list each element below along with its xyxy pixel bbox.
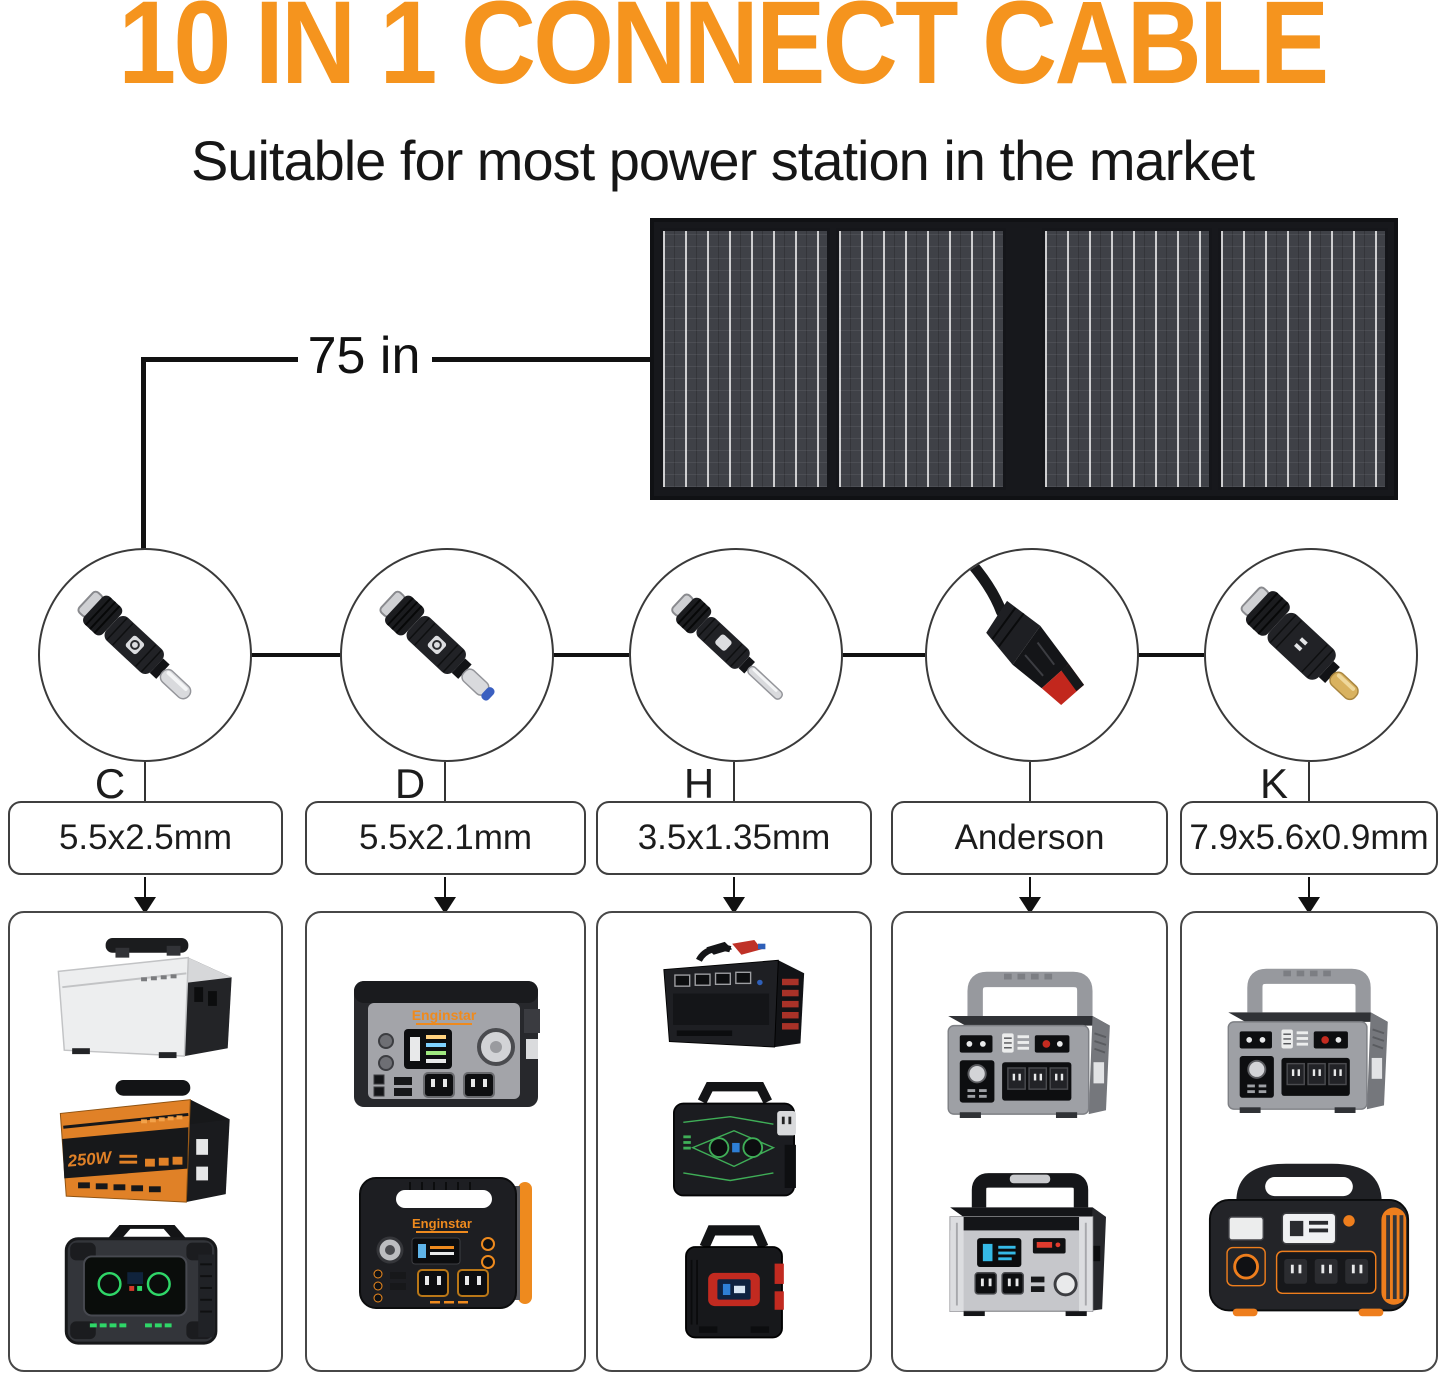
solar-fold-1 xyxy=(660,228,830,490)
connector-link-line-4 xyxy=(1135,653,1204,657)
connector-photo-k xyxy=(1204,548,1418,762)
arrow-down-icon xyxy=(723,897,745,914)
power-station-black-orange xyxy=(1208,1163,1410,1316)
power-station-black-silver xyxy=(948,1173,1106,1317)
power-station-black-green xyxy=(673,1081,796,1196)
connector-photo-h xyxy=(629,548,843,762)
dc-barrel-plug-gold-tip-icon xyxy=(1240,586,1359,701)
connector-photo-c xyxy=(38,548,252,762)
arrow-stem-3 xyxy=(733,877,735,899)
arrow-down-icon xyxy=(1298,897,1320,914)
power-station-gray-handle xyxy=(1227,969,1388,1114)
dc-barrel-plug-slim-tip-icon xyxy=(671,593,784,700)
connector-link-line-3 xyxy=(839,653,925,657)
cable-length-label: 75 in xyxy=(307,327,421,385)
product-label-250w: 250W xyxy=(65,1147,112,1170)
size-label-k: 7.9x5.6x0.9mm xyxy=(1180,801,1438,875)
cable-left-line xyxy=(141,357,298,362)
arrow-down-icon xyxy=(1019,897,1041,914)
connector-letter-c: C xyxy=(94,760,126,807)
power-station-black-red-jumpstarter xyxy=(663,939,805,1048)
power-station-silver xyxy=(57,938,232,1059)
solar-fold-3 xyxy=(1042,228,1212,490)
power-station-enginstar-gray: Enginstar xyxy=(353,981,540,1108)
anderson-power-connector-icon xyxy=(959,551,1085,705)
arrow-stem-5 xyxy=(1308,877,1310,899)
connector-link-line-1 xyxy=(250,653,340,657)
cable-right-line xyxy=(432,357,650,362)
drop-line-c xyxy=(144,762,146,802)
product-group-k xyxy=(1180,911,1438,1372)
connector-photo-d xyxy=(340,548,554,762)
arrow-stem-2 xyxy=(444,877,446,899)
product-group-anderson xyxy=(891,911,1168,1372)
connector-letter-h: H xyxy=(683,760,715,807)
product-label-enginstar: Enginstar xyxy=(411,1007,476,1023)
drop-line-d xyxy=(444,762,446,802)
arrow-stem-1 xyxy=(144,877,146,899)
arrow-down-icon xyxy=(134,897,156,914)
product-group-h xyxy=(596,911,872,1372)
page-subtitle: Suitable for most power station in the m… xyxy=(190,129,1255,192)
connector-letter-k: K xyxy=(1259,760,1288,807)
arrow-down-icon xyxy=(434,897,456,914)
solar-panel-image xyxy=(650,218,1398,500)
drop-line-h xyxy=(733,762,735,802)
power-station-enginstar-orange: Enginstar xyxy=(358,1176,532,1309)
connector-link-line-2 xyxy=(550,653,629,657)
solar-fold-4 xyxy=(1218,228,1388,490)
product-group-c: 250W xyxy=(8,911,283,1372)
product-label-enginstar: Enginstar xyxy=(412,1216,472,1231)
dc-barrel-plug-blue-tip-icon xyxy=(379,590,495,701)
drop-line-k xyxy=(1308,762,1310,802)
page-title: 10 IN 1 CONNECT CABLE xyxy=(118,0,1329,109)
connector-photo-anderson xyxy=(925,548,1139,762)
size-label-d: 5.5x2.1mm xyxy=(305,801,586,875)
product-group-d: Enginstar Enginstar xyxy=(305,911,586,1372)
size-label-h: 3.5x1.35mm xyxy=(596,801,872,875)
power-station-gray-handle xyxy=(947,971,1110,1118)
connector-letter-d: D xyxy=(394,760,426,807)
size-label-c: 5.5x2.5mm xyxy=(8,801,283,875)
power-station-mini-red-screen xyxy=(685,1225,784,1339)
arrow-stem-4 xyxy=(1029,877,1031,899)
cable-vertical-line xyxy=(141,357,146,549)
power-station-orange-250w: 250W xyxy=(59,1079,230,1203)
dc-barrel-plug-silver-tip-icon xyxy=(77,590,192,700)
solar-fold-2 xyxy=(836,228,1006,490)
size-label-anderson: Anderson xyxy=(891,801,1168,875)
power-station-rugged-black xyxy=(64,1224,217,1345)
drop-line-anderson xyxy=(1029,762,1031,802)
